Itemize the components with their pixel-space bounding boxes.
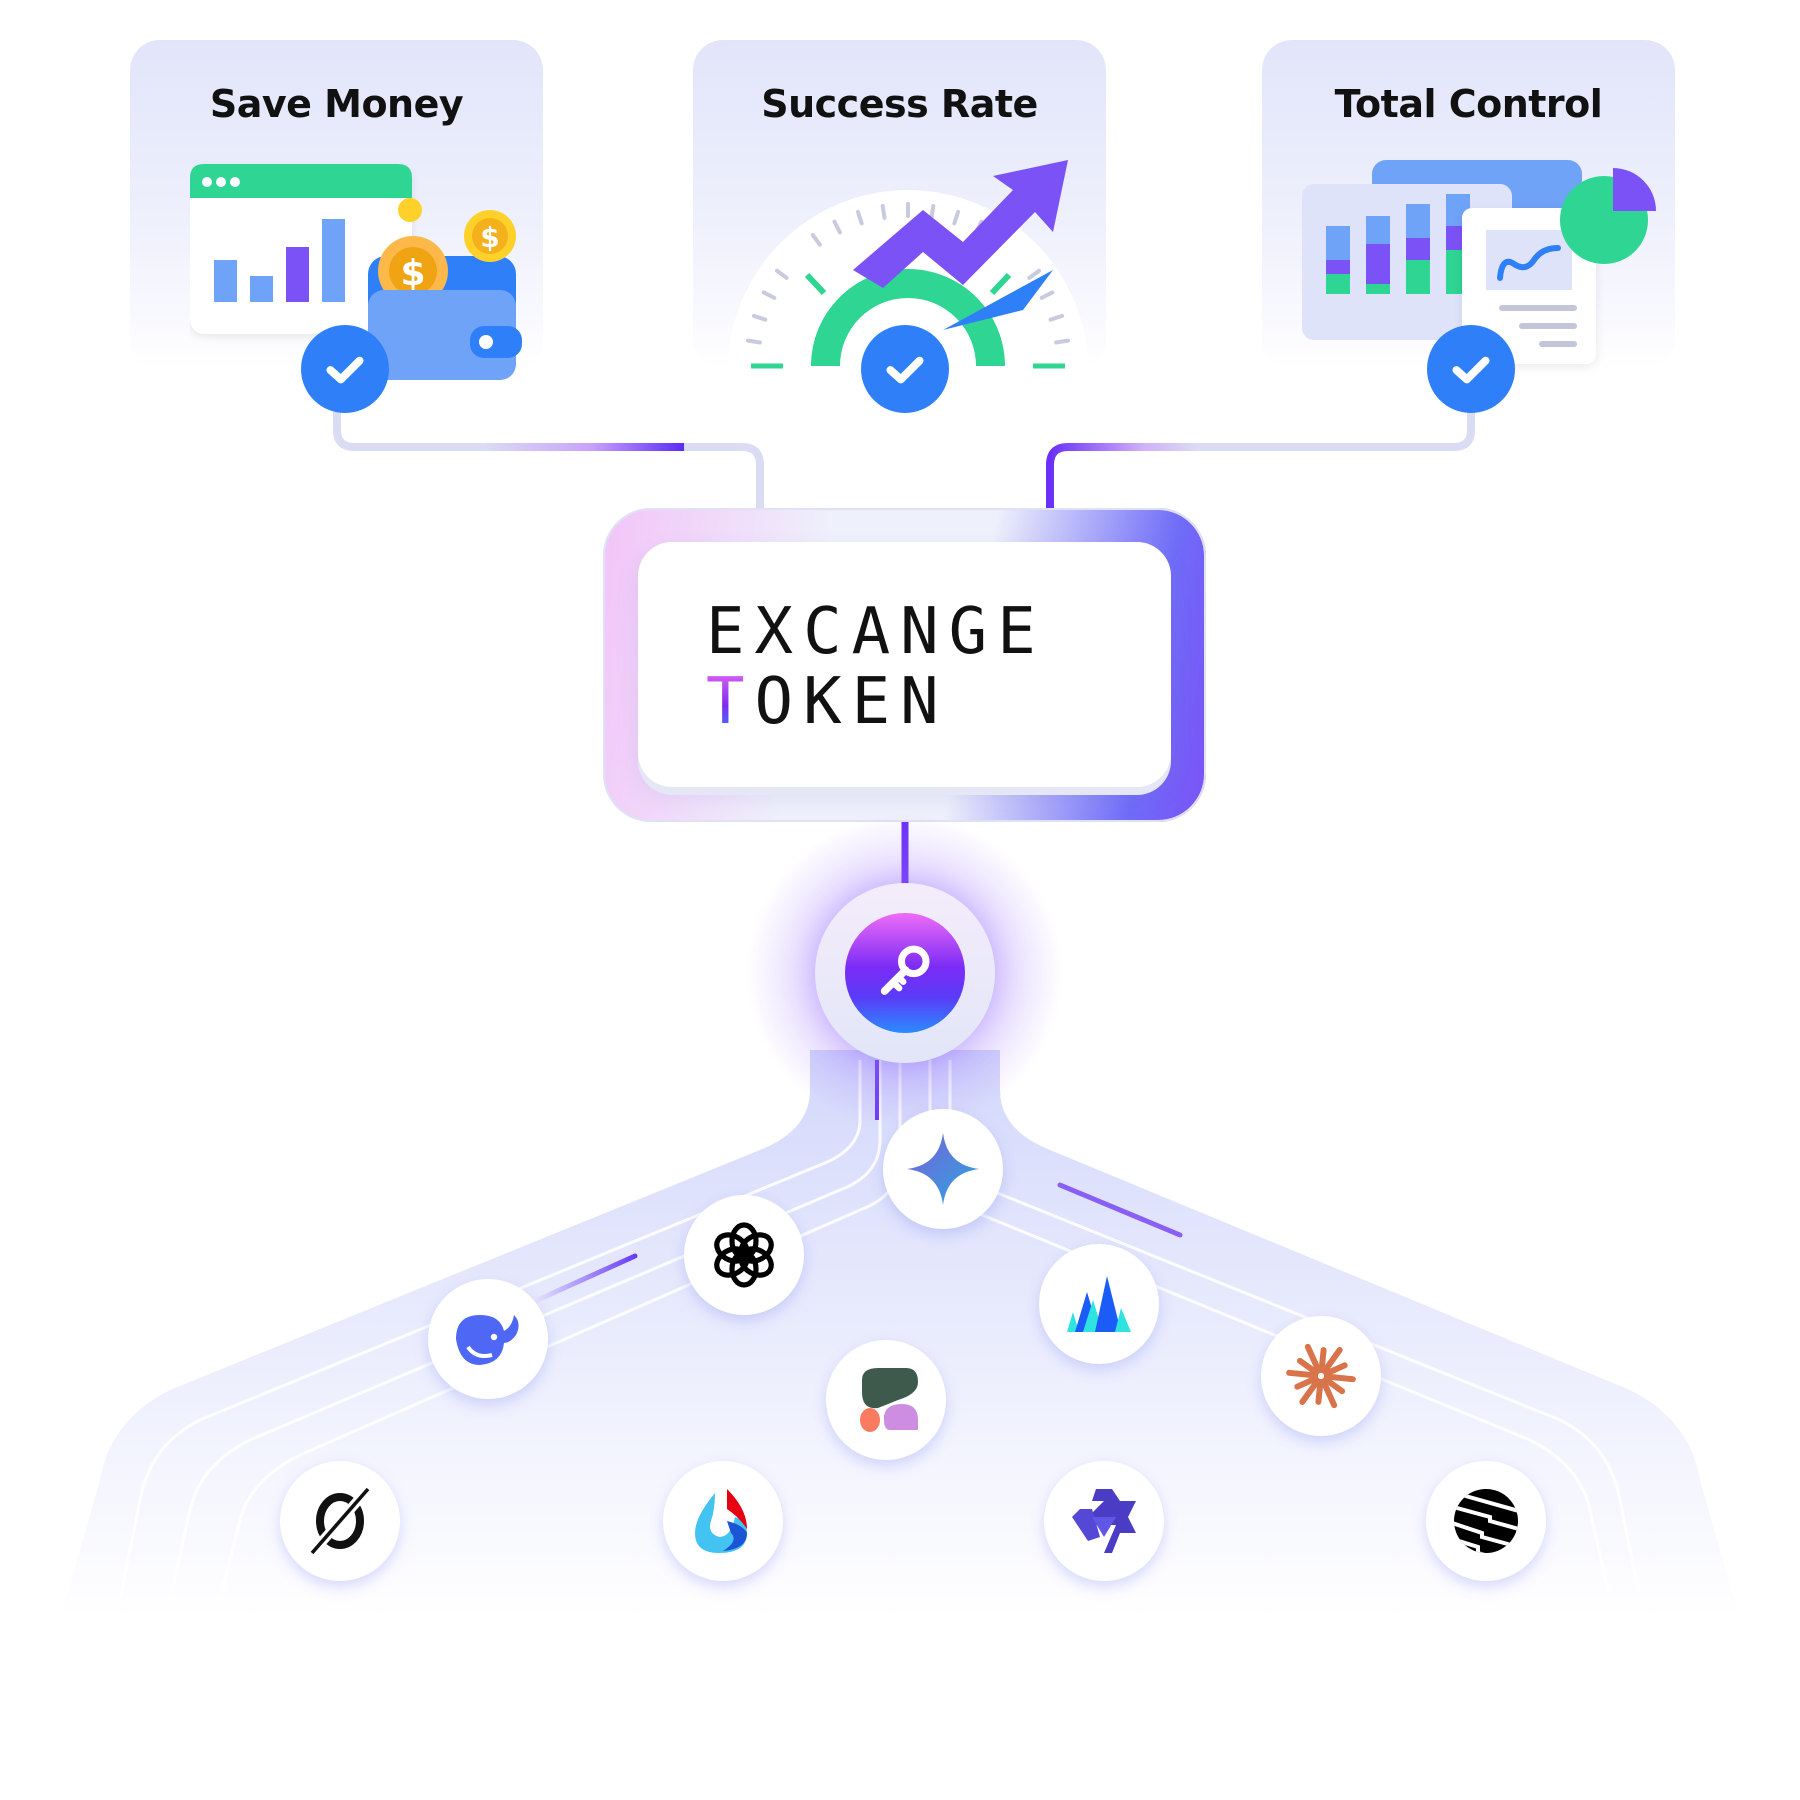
openai-knot-icon — [714, 1222, 774, 1288]
starburst-ray — [1299, 1377, 1321, 1405]
gauge-tick — [774, 268, 789, 280]
provider-deepseek[interactable] — [428, 1279, 548, 1399]
mountain-peaks-icon — [1067, 1276, 1131, 1332]
starburst-ray — [1296, 1357, 1320, 1376]
key-icon — [845, 913, 965, 1033]
provider-claude[interactable] — [1261, 1316, 1381, 1436]
provider-gemini[interactable] — [883, 1109, 1003, 1229]
gauge-tick — [832, 219, 842, 235]
blob-shapes-icon — [860, 1368, 918, 1432]
provider-blob[interactable] — [826, 1340, 946, 1460]
provider-mountain[interactable] — [1039, 1244, 1159, 1364]
check-icon — [861, 325, 949, 413]
starburst-ray — [1323, 1373, 1356, 1383]
flame-drop-icon — [695, 1489, 747, 1553]
check-icon — [1427, 325, 1515, 413]
starburst-ray — [1322, 1376, 1346, 1395]
benefit-card-success-rate: Success Rate — [693, 40, 1106, 370]
logo-text-rest: OKEN — [754, 665, 949, 739]
gauge-tick — [810, 232, 822, 247]
striped-sphere-icon — [1454, 1489, 1518, 1553]
provider-qwen[interactable] — [1044, 1461, 1164, 1581]
wallet-chart-illustration: $ $ — [190, 164, 522, 380]
gemini-sparkle-icon — [907, 1133, 979, 1205]
gauge-tick — [761, 290, 777, 300]
starburst-ray — [1323, 1362, 1348, 1377]
provider-slash-circle[interactable] — [280, 1461, 400, 1581]
gauge-tick — [1027, 268, 1042, 280]
gauge-tick — [745, 338, 762, 345]
provider-striped-sphere[interactable] — [1426, 1461, 1546, 1581]
gauge-illustration — [728, 160, 1088, 370]
svg-text:$: $ — [400, 253, 425, 294]
card-title: Success Rate — [761, 82, 1038, 126]
gauge-tick — [880, 203, 887, 220]
gauge-tick — [1054, 338, 1071, 345]
deepseek-whale-icon — [456, 1315, 519, 1365]
qwen-hexagram-icon — [1072, 1489, 1136, 1553]
starburst-ray — [1320, 1378, 1338, 1409]
dashboard-illustration — [1302, 160, 1656, 364]
active-route-left — [530, 1253, 638, 1305]
active-route-right — [1057, 1182, 1183, 1238]
starburst-ray — [1286, 1369, 1319, 1379]
starburst-ray — [1318, 1347, 1327, 1374]
gauge-tick — [751, 313, 768, 322]
svg-text:$: $ — [480, 221, 499, 254]
excange-token-hub[interactable] — [638, 542, 1171, 787]
logo-t-gradient-letter: T — [706, 665, 755, 739]
starburst-ray — [1304, 1343, 1322, 1374]
gauge-tick — [952, 209, 961, 226]
provider-openai[interactable] — [684, 1195, 804, 1315]
check-icon — [301, 325, 389, 413]
claude-starburst-icon — [1286, 1343, 1356, 1409]
logo-text-line1: EXCANGE — [706, 595, 1046, 669]
connector-save-money — [333, 406, 764, 512]
gauge-tick — [855, 209, 864, 226]
card-title: Total Control — [1334, 82, 1603, 126]
gauge-tick — [1039, 290, 1055, 300]
gauge-tick — [1048, 313, 1065, 322]
gauge-tick — [929, 203, 936, 220]
slash-circle-icon — [308, 1485, 372, 1557]
benefit-card-total-control: Total Control — [1262, 40, 1675, 370]
starburst-ray — [1315, 1378, 1324, 1405]
api-key-gateway[interactable] — [815, 883, 995, 1063]
connector-total-control — [1046, 406, 1475, 512]
card-title: Save Money — [209, 82, 464, 126]
logo-text-line2: TOKEN — [706, 665, 949, 739]
provider-flame-drop[interactable] — [663, 1461, 783, 1581]
starburst-ray — [1294, 1375, 1319, 1390]
benefit-card-save-money: Save Money $ $ — [130, 40, 543, 380]
starburst-ray — [1321, 1347, 1343, 1375]
